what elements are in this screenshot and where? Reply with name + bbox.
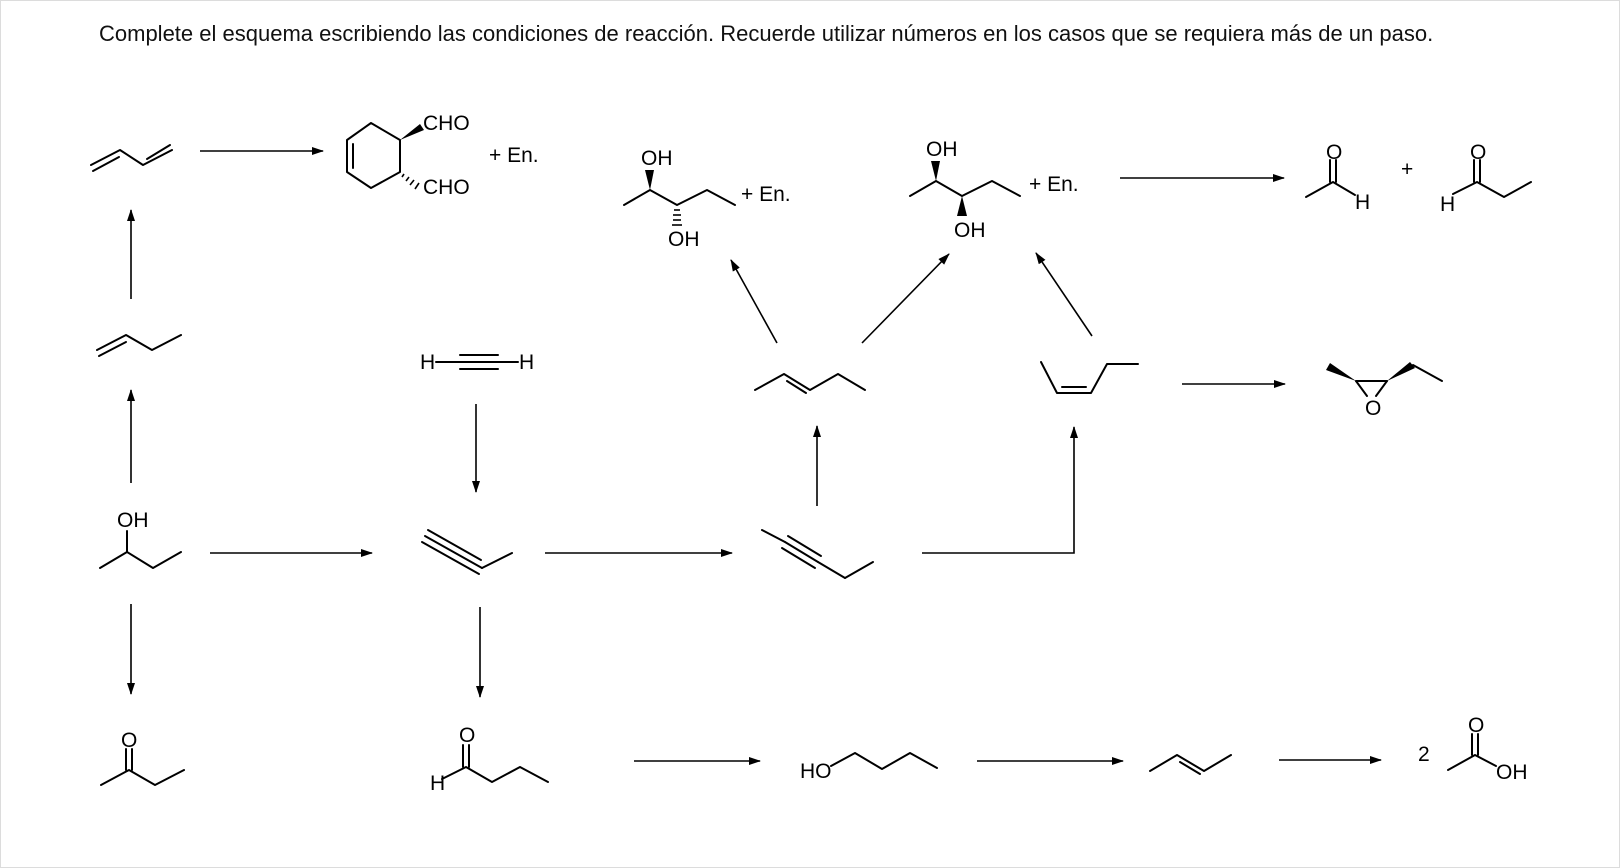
oh-label: OH [668,228,700,251]
acetaldehyde-molecule: O H [1305,141,1370,214]
2-pentyne-molecule [761,529,874,579]
acetylene-molecule: H H [420,351,534,374]
trans-2-pentene-molecule [754,373,866,394]
coefficient-label: 2 [1418,743,1430,766]
o-label: O [459,724,475,747]
diol-anti-molecule: OH OH [623,147,736,251]
cis-epoxide-molecule: O [1326,362,1443,420]
o-label: O [121,729,137,752]
h-label: H [430,772,445,795]
diol-syn-molecule: OH OH [909,138,1021,242]
cho-label: CHO [423,112,470,135]
diels-alder-product-molecule: CHO CHO [346,112,470,199]
oh-label: OH [641,147,673,170]
arrow-pentyne-to-cis-pentene [922,426,1078,554]
oh-label: OH [954,219,986,242]
arrow-cis-pentene-to-syn-diol [1035,252,1093,337]
oh-label: OH [926,138,958,161]
1-butanol-molecule: HO [800,752,938,783]
2-butanol-molecule: OH [99,509,182,569]
h-label: H [420,351,435,374]
acetic-acid-molecule: O OH [1447,714,1528,784]
butadiene-molecule [90,144,173,172]
h-label: H [519,351,534,374]
h-label: H [1355,191,1370,214]
oh-label: OH [117,509,149,532]
plus-enantiomer-label: + En. [741,183,791,206]
ho-label: HO [800,760,832,783]
cho-label: CHO [423,176,470,199]
trans-2-butene-molecule [1149,754,1232,775]
o-label: O [1326,141,1342,164]
1-butene-molecule [96,334,182,357]
propanal-molecule: O H [1440,141,1532,216]
o-label: O [1365,397,1381,420]
oh-label: OH [1496,761,1528,784]
2-butanone-molecule: O [100,729,185,786]
cis-2-pentene-molecule [1040,361,1139,394]
arrow-trans-pentene-to-syn-diol [861,253,950,344]
plus-enantiomer-label: + En. [1029,173,1079,196]
o-label: O [1468,714,1484,737]
butanal-molecule: O H [430,724,549,795]
o-label: O [1470,141,1486,164]
plus-enantiomer-label: + En. [489,144,539,167]
instructions-text: Complete el esquema escribiendo las cond… [99,21,1434,46]
arrow-trans-pentene-to-anti-diol [730,259,778,344]
1-butyne-molecule [421,529,513,575]
h-label: H [1440,193,1455,216]
plus-label: + [1401,158,1413,181]
